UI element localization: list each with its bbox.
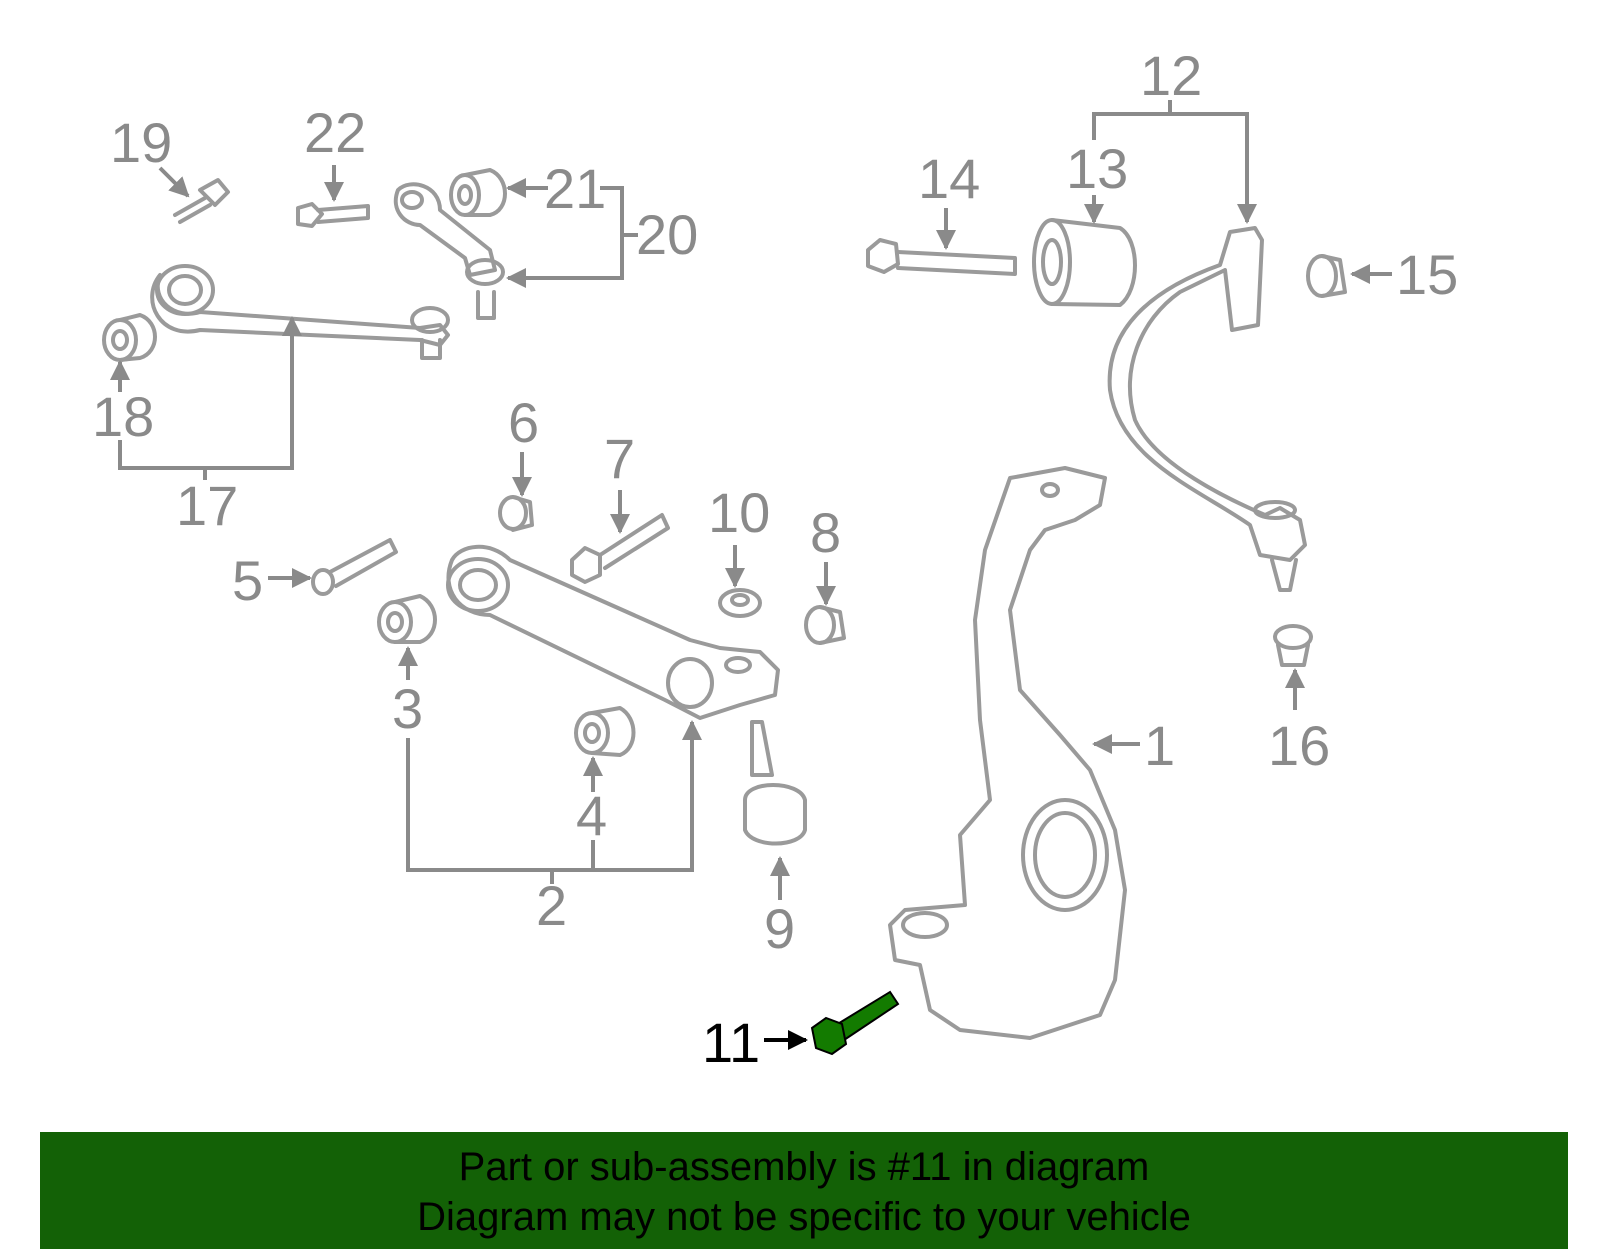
- callout-9: 9: [764, 897, 795, 960]
- nut-10-part: [718, 588, 762, 618]
- callout-1: 1: [1144, 714, 1175, 777]
- callout-labels: 1 2 3 4 5 6 7 8 9 10 11 12 13 14 15 16 1…: [92, 44, 1458, 1074]
- upper-link-arm-part: [150, 264, 450, 360]
- leader-lines: [110, 100, 1392, 1050]
- callout-8: 8: [810, 501, 841, 564]
- nut-15-part: [1306, 254, 1347, 298]
- callout-19: 19: [110, 111, 172, 174]
- callout-15: 15: [1396, 243, 1458, 306]
- upper-arm-20-part: [393, 182, 505, 320]
- callout-3: 3: [392, 677, 423, 740]
- callout-22: 22: [304, 101, 366, 164]
- nut-8-part: [804, 605, 846, 645]
- knuckle-1-part: [888, 466, 1127, 1040]
- banner-line-disclaimer: Diagram may not be specific to your vehi…: [417, 1195, 1191, 1239]
- bushing-13-part: [1032, 218, 1137, 307]
- bolt-14-part: [866, 238, 1017, 276]
- banner-line-part-number: Part or sub-assembly is #11 in diagram: [458, 1145, 1150, 1189]
- ball-joint-9-part: [743, 720, 807, 846]
- info-banner: Part or sub-assembly is #11 in diagram D…: [40, 1132, 1568, 1249]
- control-arm-2-part: [446, 544, 780, 720]
- bolt-19-part: [173, 178, 230, 224]
- bolt-22-part: [296, 202, 370, 228]
- bushing-21-part: [449, 168, 507, 217]
- bushing-18-part: [102, 313, 157, 362]
- callout-6: 6: [508, 391, 539, 454]
- callout-18: 18: [92, 385, 154, 448]
- callout-2: 2: [536, 874, 567, 937]
- callout-14: 14: [918, 147, 980, 210]
- control-arm-12-part: [1107, 226, 1307, 592]
- callout-10: 10: [708, 481, 770, 544]
- bushing-3-part: [377, 594, 437, 644]
- callout-7: 7: [604, 427, 635, 490]
- callout-21: 21: [544, 157, 606, 220]
- nut-16-part: [1273, 624, 1313, 667]
- callout-12: 12: [1140, 44, 1202, 107]
- bolt-11-highlighted-part: [810, 990, 900, 1056]
- callout-4: 4: [576, 784, 607, 847]
- callout-20: 20: [636, 203, 698, 266]
- callout-5: 5: [232, 549, 263, 612]
- callout-17: 17: [176, 474, 238, 537]
- bolt-5-part: [311, 538, 398, 596]
- nut-6-part: [498, 495, 534, 532]
- bolt-7-part: [570, 513, 670, 584]
- callout-13: 13: [1066, 137, 1128, 200]
- callout-16: 16: [1268, 714, 1330, 777]
- bushing-4-part: [574, 706, 636, 757]
- callout-11: 11: [702, 1011, 760, 1074]
